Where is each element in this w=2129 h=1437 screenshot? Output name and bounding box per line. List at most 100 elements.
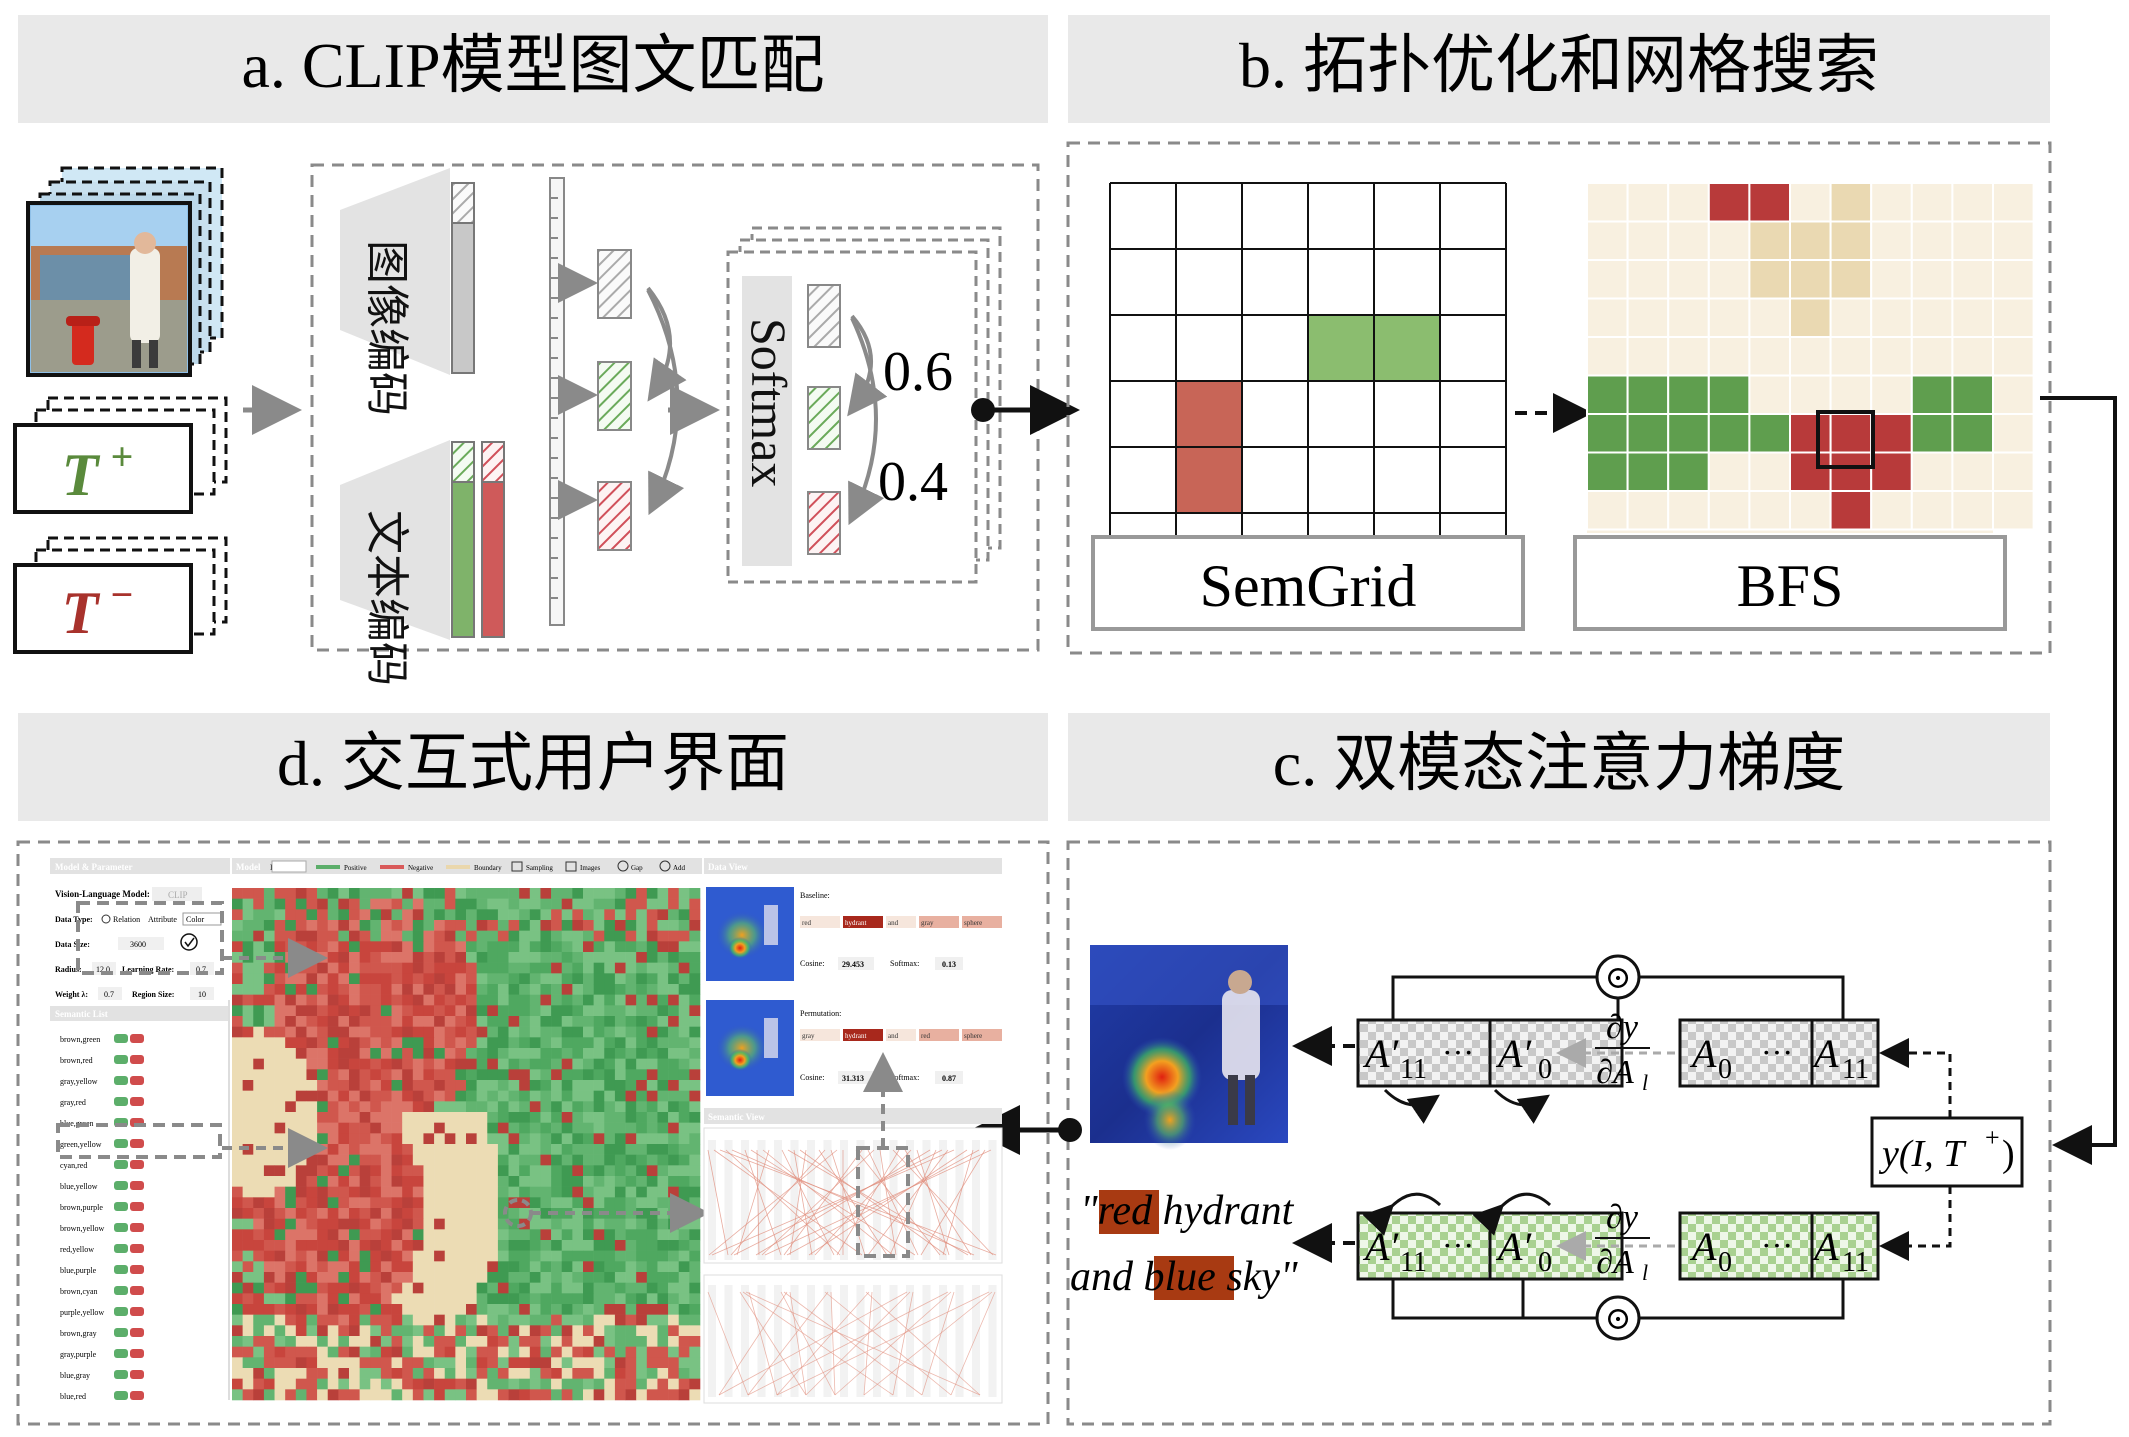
- map-cell: [668, 973, 680, 985]
- map-cell: [529, 1389, 541, 1401]
- map-cell: [317, 1176, 329, 1187]
- map-cell: [529, 1165, 541, 1177]
- semantic-list-item[interactable]: blue,yellow: [60, 1182, 98, 1191]
- map-cell: [689, 1101, 701, 1113]
- semantic-list-item[interactable]: brown,green: [60, 1035, 100, 1044]
- semantic-list-item[interactable]: brown,yellow: [60, 1224, 104, 1233]
- map-cell: [274, 1325, 286, 1337]
- map-cell: [306, 1240, 318, 1251]
- map-cell: [455, 1261, 467, 1273]
- map-cell: [402, 941, 414, 953]
- map-cell: [678, 920, 690, 931]
- ui-tool-add[interactable]: Add: [673, 864, 686, 872]
- permutation-thumbnail[interactable]: [706, 1000, 794, 1096]
- map-cell: [614, 1304, 626, 1315]
- map-cell: [338, 1378, 350, 1390]
- map-cell: [668, 1346, 680, 1358]
- ui-vlm-value[interactable]: CLIP: [168, 890, 188, 900]
- ui-region-value[interactable]: 10: [198, 990, 206, 999]
- map-cell: [380, 1336, 392, 1347]
- sv-link: [889, 1149, 937, 1256]
- map-cell: [678, 962, 690, 974]
- map-cell: [306, 1058, 318, 1070]
- map-cell: [391, 941, 403, 953]
- semantic-list-item[interactable]: cyan,red: [60, 1161, 87, 1170]
- map-cell: [242, 1016, 254, 1027]
- map-cell: [636, 1378, 648, 1390]
- semantic-grid-map[interactable]: [232, 888, 701, 1401]
- confirm-check-icon[interactable]: [180, 933, 198, 951]
- ui-tool-images[interactable]: Images: [580, 864, 600, 872]
- map-cell: [338, 1240, 350, 1251]
- map-cell: [317, 1005, 329, 1017]
- ui-tool-gap[interactable]: Gap: [631, 864, 643, 872]
- sv-link: [921, 1291, 955, 1396]
- map-cell: [508, 962, 520, 974]
- semantic-list-item[interactable]: brown,gray: [60, 1329, 97, 1338]
- list-positive-pill: [114, 1076, 128, 1085]
- map-cell: [412, 1272, 424, 1283]
- semantic-view-chart[interactable]: [703, 1127, 1003, 1404]
- map-cell: [604, 1208, 616, 1219]
- map-cell: [668, 930, 680, 942]
- map-cell: [657, 1122, 669, 1134]
- semantic-list-item[interactable]: brown,red: [60, 1056, 93, 1065]
- semantic-list-item[interactable]: brown,purple: [60, 1203, 103, 1212]
- map-cell: [466, 1058, 477, 1070]
- semantic-list-item[interactable]: red,yellow: [60, 1245, 94, 1254]
- map-cell: [593, 1154, 605, 1166]
- ui-data-type-relation[interactable]: Relation: [113, 915, 140, 924]
- map-cell: [423, 994, 435, 1006]
- sv-column: [972, 1285, 980, 1397]
- a11-sub-top: 11: [1842, 1054, 1869, 1085]
- map-cell: [551, 1005, 563, 1017]
- map-cell: [561, 1090, 573, 1102]
- map-cell: [657, 1176, 669, 1187]
- ui-tool-sampling[interactable]: Sampling: [526, 864, 553, 872]
- ui-data-type-color[interactable]: Color: [186, 915, 205, 924]
- map-cell: [242, 1389, 254, 1401]
- semantic-list-item[interactable]: blue,green: [60, 1119, 94, 1128]
- baseline-thumbnail[interactable]: [706, 887, 794, 981]
- semantic-list-item[interactable]: blue,gray: [60, 1371, 90, 1380]
- ui-radius-value[interactable]: 12.0: [96, 965, 110, 974]
- semantic-list-item[interactable]: gray,red: [60, 1098, 86, 1107]
- map-cell: [317, 920, 329, 931]
- map-cell: [476, 962, 488, 974]
- semantic-list-item[interactable]: brown,cyan: [60, 1287, 98, 1296]
- ui-lr-value[interactable]: 0.7: [196, 965, 206, 974]
- map-cell: [551, 1122, 563, 1134]
- map-cell: [327, 1208, 339, 1219]
- map-cell: [285, 1240, 297, 1251]
- ui-data-size-value[interactable]: 3600: [130, 940, 146, 949]
- map-cell: [561, 1165, 573, 1177]
- map-cell: [540, 1325, 552, 1337]
- map-cell: [625, 898, 637, 910]
- map-cell: [625, 1016, 637, 1027]
- semantic-list-item[interactable]: blue,red: [60, 1392, 86, 1401]
- map-cell: [466, 962, 477, 974]
- semantic-list-item[interactable]: gray,purple: [60, 1350, 97, 1359]
- map-cell: [391, 1282, 403, 1294]
- map-cell: [455, 1186, 467, 1198]
- map-cell: [614, 1389, 626, 1401]
- map-cell: [402, 930, 414, 942]
- semantic-list-item[interactable]: blue,purple: [60, 1266, 97, 1275]
- map-cell: [285, 1090, 297, 1102]
- semantic-list-item[interactable]: green,yellow: [60, 1140, 102, 1149]
- ui-weight-value[interactable]: 0.7: [104, 990, 114, 999]
- ui-semantic-view-header: Semantic View: [708, 1112, 765, 1122]
- map-cell: [412, 888, 424, 899]
- map-cell: [572, 1378, 584, 1390]
- ui-data-type-attribute[interactable]: Attribute: [148, 915, 177, 924]
- semantic-list-item[interactable]: gray,yellow: [60, 1077, 98, 1086]
- map-cell: [274, 1197, 286, 1209]
- map-cell: [359, 1058, 371, 1070]
- map-cell: [551, 1250, 563, 1262]
- map-cell: [285, 1154, 297, 1166]
- sv-link: [950, 1291, 996, 1396]
- map-cell: [604, 1218, 616, 1230]
- semantic-list-item[interactable]: purple,yellow: [60, 1308, 104, 1317]
- map-cell: [466, 1090, 477, 1102]
- token-label: and: [888, 1032, 899, 1040]
